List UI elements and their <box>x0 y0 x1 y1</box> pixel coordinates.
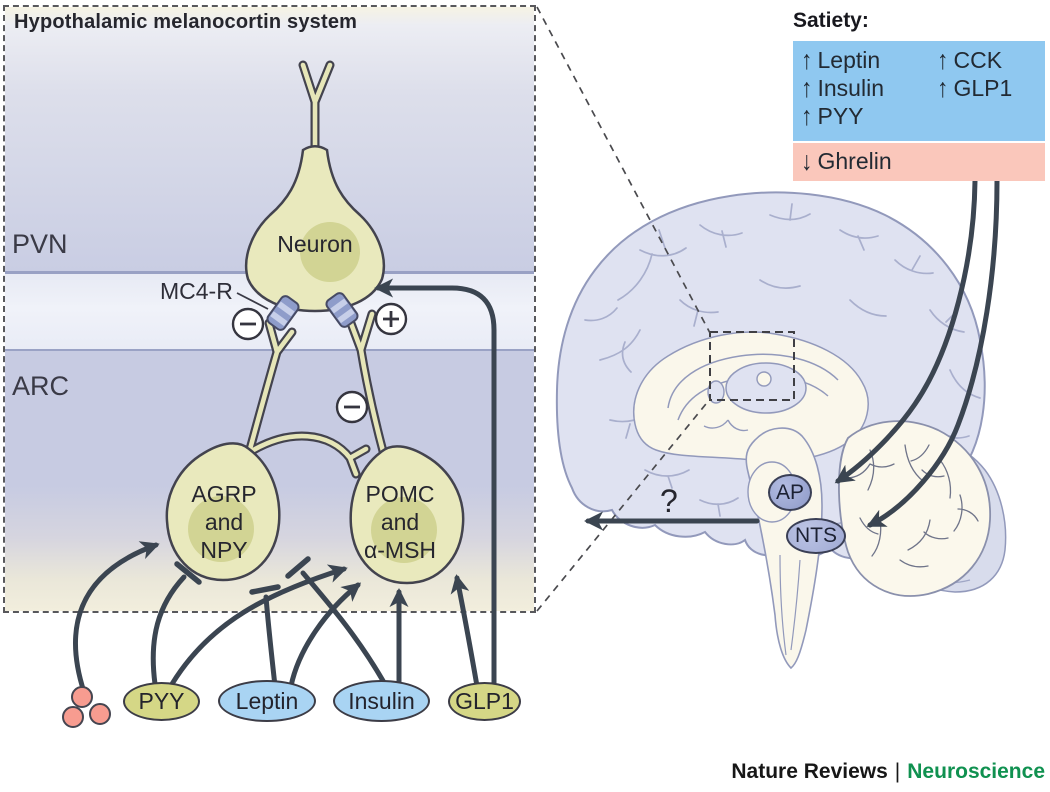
satiety-item-leptin: ↑Leptin <box>801 44 881 75</box>
pomc-neuron-label: POMC and α-MSH <box>345 480 455 564</box>
question-mark-label: ? <box>660 483 678 519</box>
cortex-outline <box>555 191 986 560</box>
up-arrow-icon: ↑ <box>801 44 813 75</box>
agrp-line-1: AGRP <box>191 481 257 507</box>
ventricle-region <box>633 331 869 462</box>
satiety-item-cck: ↑CCK <box>937 44 1003 75</box>
hormone-pill-pyy: PYY <box>123 682 200 721</box>
hormone-pill-glp1: GLP1 <box>448 682 521 721</box>
satiety-item-insulin: ↑Insulin <box>801 72 884 103</box>
region-label-arc: ARC <box>12 371 70 401</box>
arbor-vitae-branches <box>845 444 979 568</box>
panel-title: Hypothalamic melanocortin system <box>14 11 358 33</box>
corpus-callosum <box>667 353 839 421</box>
satiety-item-ghrelin: ↓Ghrelin <box>801 145 892 176</box>
journal-footer: Nature Reviews | Neuroscience <box>731 760 1045 784</box>
agrp-line-3: NPY <box>200 537 248 563</box>
satiety-item-label: Leptin <box>817 47 881 73</box>
mc4r-label: MC4-R <box>160 278 233 304</box>
satiety-title: Satiety: <box>793 9 869 32</box>
projection-dashed-lines <box>536 6 711 612</box>
up-arrow-icon: ↑ <box>937 44 949 75</box>
footer-divider: | <box>894 760 901 783</box>
inter-band <box>5 271 534 351</box>
up-arrow-icon: ↑ <box>801 100 813 131</box>
down-arrow-icon: ↓ <box>801 145 813 176</box>
brain-sagittal-illustration <box>555 191 1007 670</box>
folia-lines <box>874 479 971 584</box>
pomc-line-1: POMC <box>365 481 435 507</box>
satiety-item-label: Ghrelin <box>817 148 892 174</box>
satiety-decreased-box <box>793 143 1045 181</box>
thalamus <box>725 362 807 414</box>
hormone-pill-insulin: Insulin <box>333 680 430 722</box>
up-arrow-icon: ↑ <box>801 72 813 103</box>
agrp-line-2: and <box>204 509 244 535</box>
ghrelin-particles <box>62 686 111 728</box>
nts-nucleus: NTS <box>786 518 846 554</box>
satiety-item-label: PYY <box>817 103 864 129</box>
cerebellum-folia <box>869 439 1007 593</box>
footer-journal: Neuroscience <box>907 760 1045 783</box>
satiety-increased-box <box>793 41 1045 141</box>
up-arrow-icon: ↑ <box>937 72 949 103</box>
satiety-item-label: Insulin <box>817 75 884 101</box>
medulla-lines <box>779 554 801 656</box>
satiety-item-glp1: ↑GLP1 <box>937 72 1013 103</box>
interthalamic-adhesion <box>756 371 772 387</box>
agrp-neuron-label: AGRP and NPY <box>169 480 279 564</box>
ap-nucleus: AP <box>768 474 812 511</box>
roi-dashed-box <box>709 331 795 401</box>
satiety-to-nts-arrow <box>866 178 1000 528</box>
satiety-item-pyy: ↑PYY <box>801 100 864 131</box>
satiety-to-ap-arrow <box>834 178 978 484</box>
cerebellum <box>838 420 991 597</box>
hormone-pill-leptin: Leptin <box>218 680 316 722</box>
pomc-line-3: α-MSH <box>363 537 437 563</box>
region-label-pvn: PVN <box>12 229 68 259</box>
pomc-line-2: and <box>380 509 420 535</box>
footer-brand: Nature Reviews <box>731 760 888 783</box>
satiety-item-label: CCK <box>953 47 1003 73</box>
pvn-neuron-label: Neuron <box>277 231 353 257</box>
fornix-section <box>707 380 725 404</box>
satiety-item-label: GLP1 <box>953 75 1013 101</box>
hypothalamus-outline <box>703 419 749 432</box>
